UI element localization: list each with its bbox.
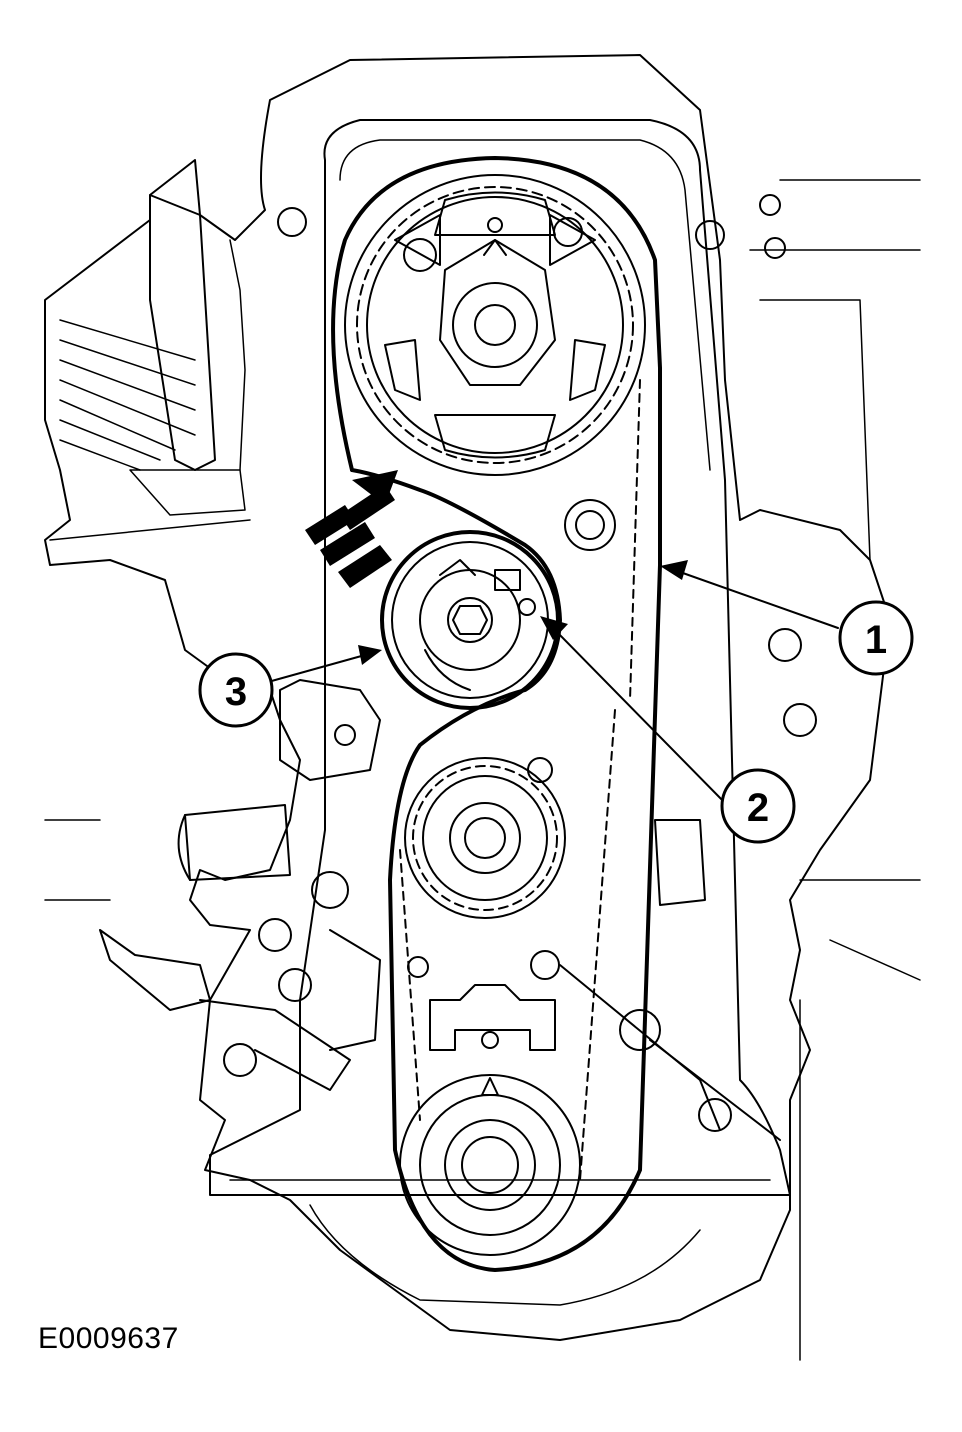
callout-2: 2	[720, 768, 796, 844]
svg-text:2: 2	[747, 786, 769, 830]
timing-cover-outline	[209, 119, 791, 1306]
callout-3: 3	[198, 652, 274, 728]
crank-timing-mark	[481, 1031, 499, 1049]
crankshaft-pulley	[399, 984, 581, 1256]
timing-belt	[331, 156, 662, 1272]
tensioner-pulley	[380, 530, 560, 710]
figure-id: E0009637	[38, 1322, 179, 1355]
callout-1: 1	[838, 600, 914, 676]
camshaft-timing-mark	[487, 217, 503, 233]
crankshaft-sprocket	[404, 757, 566, 919]
engine-block-outline	[44, 54, 921, 1361]
crank-timing-triangle	[481, 1077, 499, 1096]
camshaft-sprocket	[344, 174, 646, 476]
tensioner-pointer	[518, 598, 536, 616]
left-bracket-panel	[49, 194, 251, 541]
rotation-direction-arrow	[305, 470, 398, 588]
svg-text:3: 3	[225, 670, 247, 714]
leader-lines	[267, 560, 839, 807]
water-pump-housing	[99, 679, 381, 1091]
right-side-bracket	[277, 194, 817, 1141]
svg-text:1: 1	[865, 618, 887, 662]
